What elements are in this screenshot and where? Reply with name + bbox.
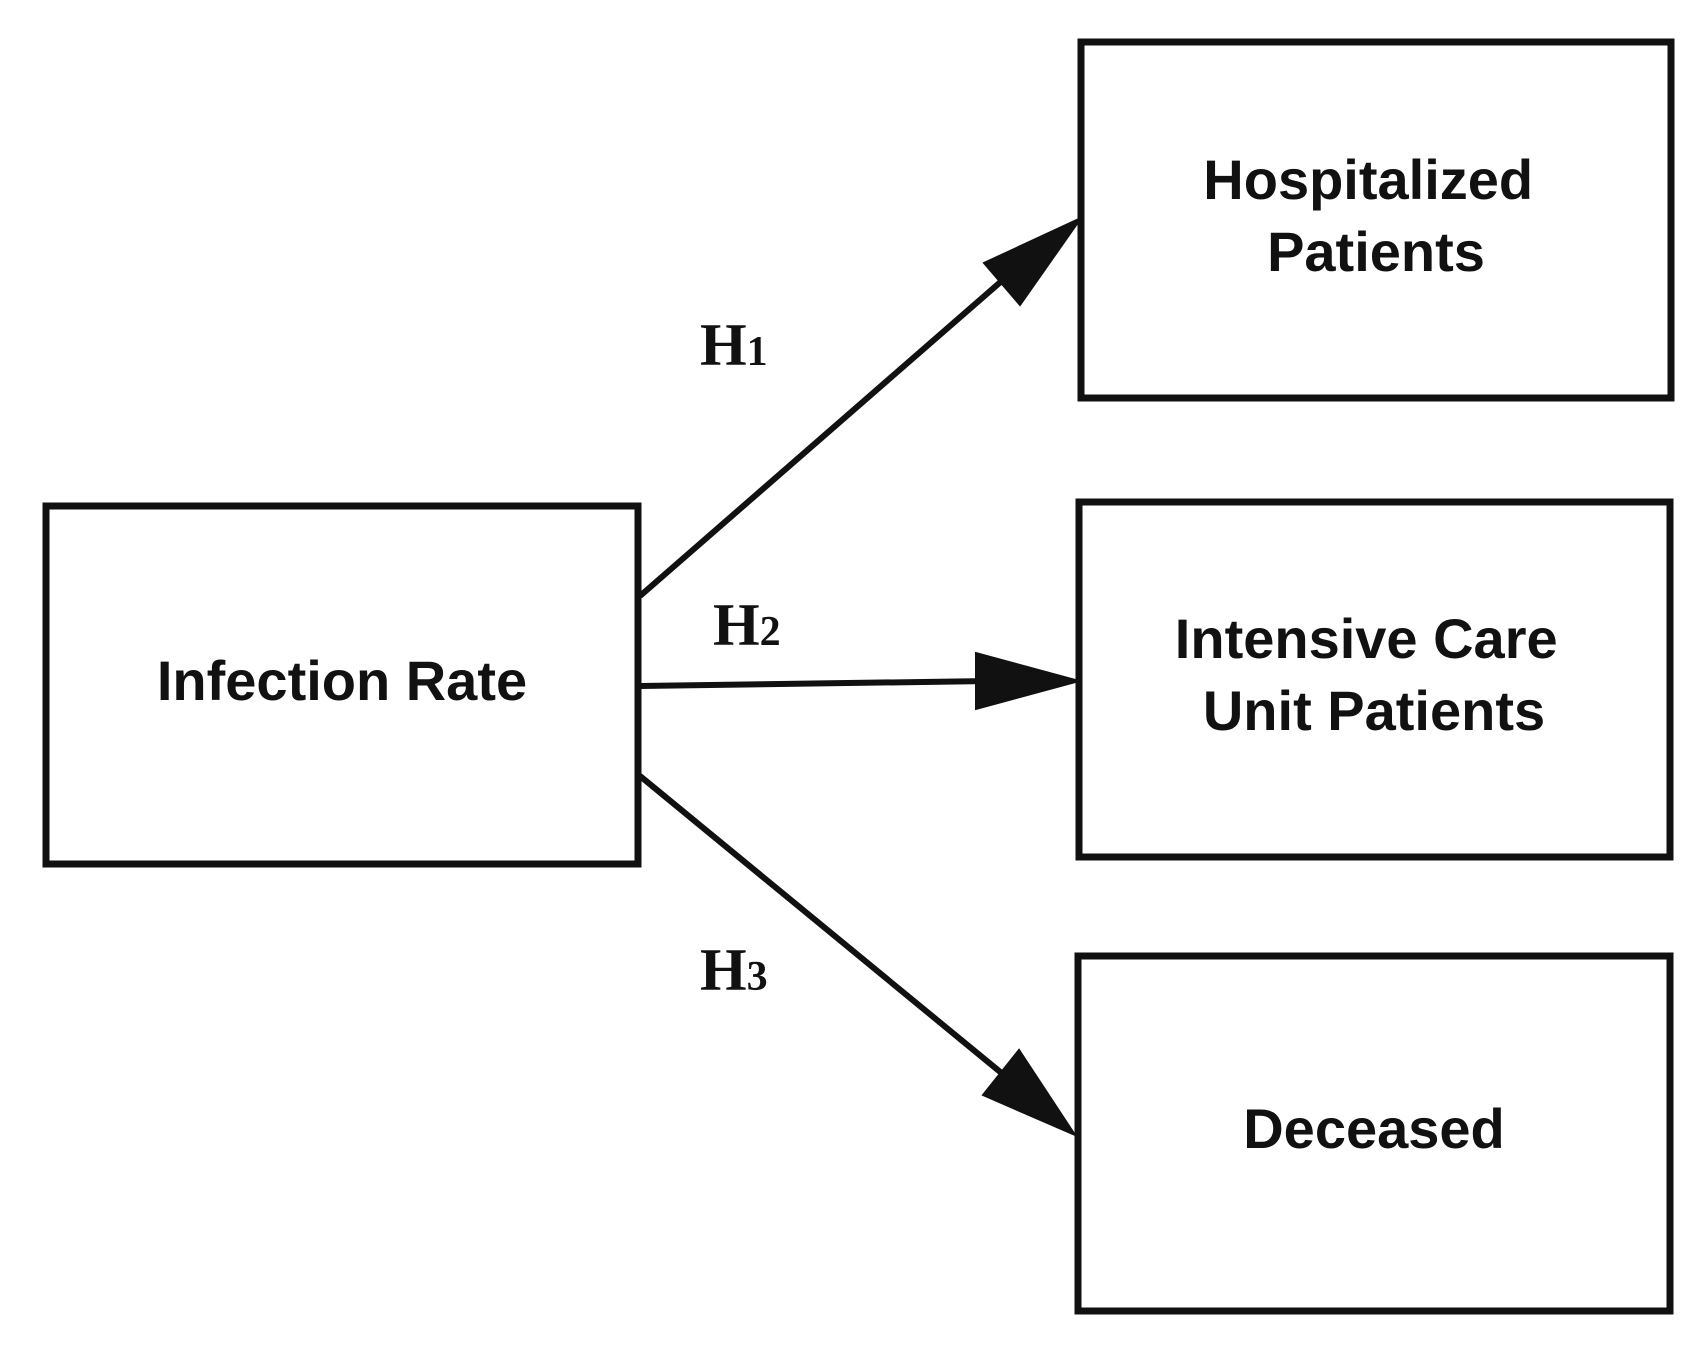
node-deceased: Deceased bbox=[1074, 952, 1674, 1315]
edge-h3-arrow bbox=[638, 773, 1078, 1138]
label-h3-main: H bbox=[700, 937, 747, 1003]
svg-text:Deceased: Deceased bbox=[1243, 1097, 1505, 1160]
label-h2: H2 bbox=[713, 592, 781, 658]
label-h1: H1 bbox=[700, 312, 768, 378]
arrowhead-h3 bbox=[981, 1048, 1078, 1138]
node-hospitalized-label-line1: Hospitalized bbox=[1203, 148, 1533, 211]
arrowhead-h1 bbox=[982, 215, 1084, 307]
node-hospitalized-patients: Hospitalized Patients bbox=[1077, 38, 1675, 402]
label-h3: H3 bbox=[700, 937, 768, 1003]
node-infection-rate: Infection Rate bbox=[42, 502, 642, 868]
edge-h1-arrow bbox=[638, 215, 1084, 599]
svg-text:Hospitalized Patients: Hospitalized Patients bbox=[1203, 148, 1548, 283]
node-infection-rate-label: Infection Rate bbox=[157, 649, 527, 712]
node-hospitalized-label-line2: Patients bbox=[1267, 220, 1485, 283]
label-h2-sub: 2 bbox=[760, 609, 781, 655]
node-icu-patients: Intensive Care Unit Patients bbox=[1075, 498, 1674, 861]
node-deceased-label: Deceased bbox=[1243, 1097, 1505, 1160]
label-h2-main: H bbox=[713, 592, 760, 658]
arrowhead-h2 bbox=[975, 651, 1083, 711]
node-icu-label-line1: Intensive Care bbox=[1175, 607, 1558, 670]
label-h1-main: H bbox=[700, 312, 747, 378]
edge-h2-arrow bbox=[639, 651, 1083, 711]
label-h1-sub: 1 bbox=[747, 329, 768, 375]
svg-text:Infection Rate: Infection Rate bbox=[157, 649, 527, 712]
svg-text:Intensive Care Unit Pati: Intensive Care Unit Patients bbox=[1175, 607, 1573, 742]
node-icu-label-line2: Unit Patients bbox=[1203, 679, 1545, 742]
label-h3-sub: 3 bbox=[747, 954, 768, 1000]
